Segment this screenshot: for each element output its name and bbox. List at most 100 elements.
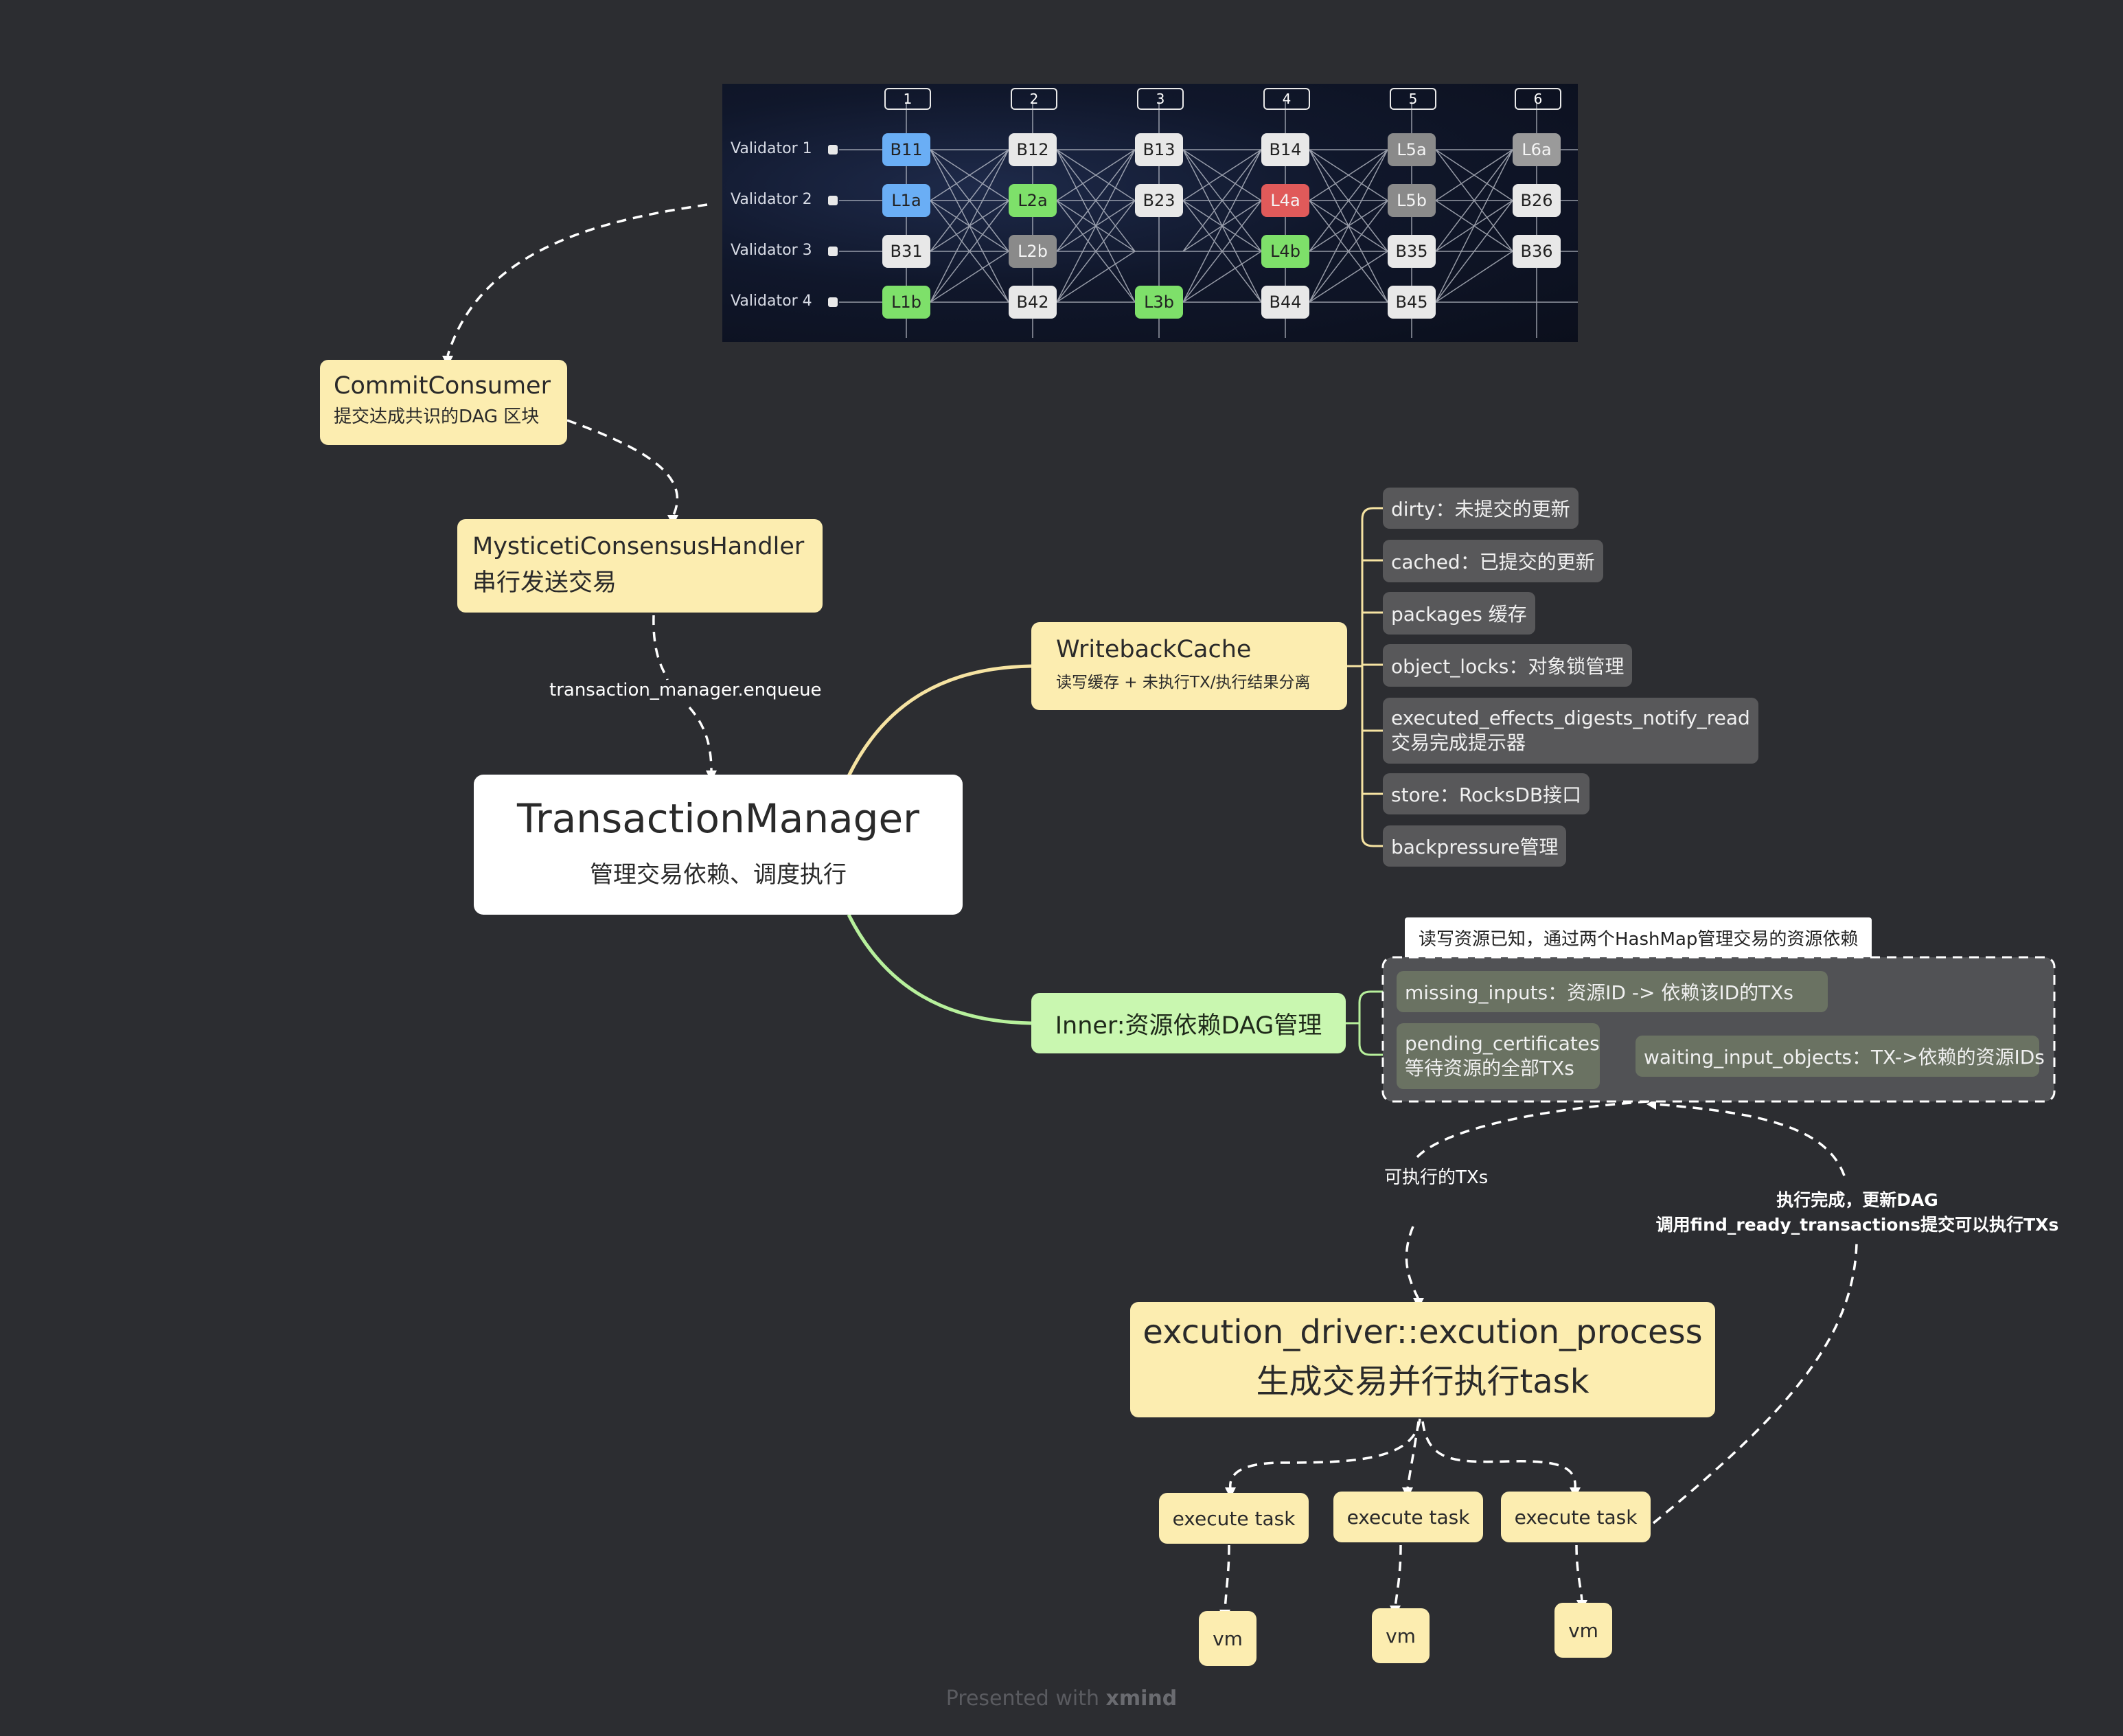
pending-certificates-line1: pending_certificates <box>1405 1032 1600 1055</box>
manager-to-inner-branch <box>847 913 1032 1025</box>
commit-consumer-title: CommitConsumer <box>334 372 551 400</box>
cache-item-object-locks[interactable]: object_locks：对象锁管理 <box>1383 644 1633 687</box>
commit-consumer-node[interactable]: CommitConsumer 提交达成共识的DAG 区块 <box>320 360 567 445</box>
dag-column-6: 6 <box>1515 88 1561 110</box>
dag-block-b44: B44 <box>1261 286 1309 319</box>
dag-column-5: 5 <box>1390 88 1436 110</box>
dag-block-b11: B11 <box>882 133 930 166</box>
manager-to-writeback-branch <box>847 664 1032 777</box>
driver-to-task1-arrow <box>1229 1418 1421 1489</box>
dag-to-commit-arrow <box>446 203 708 356</box>
inner-callout: 读写资源已知，通过两个HashMap管理交易的资源依赖 <box>1405 917 1872 957</box>
consensus-handler-subtitle: 串行发送交易 <box>472 569 617 597</box>
task2-to-vm-arrow <box>1394 1544 1402 1608</box>
writeback-cache-node[interactable]: WritebackCache 读写缓存 + 未执行TX/执行结果分离 <box>1031 622 1347 710</box>
done-to-dag-arrow <box>1655 1103 1846 1176</box>
executable-txs-label: 可执行的TXs <box>1384 1167 1489 1188</box>
footer-presented-with: Presented with xmind <box>0 1687 2123 1711</box>
consensus-handler-title: MysticetiConsensusHandler <box>472 533 805 560</box>
execution-driver-subtitle: 生成交易并行执行task <box>1256 1362 1590 1401</box>
vm-1[interactable]: vm <box>1199 1611 1256 1666</box>
vm-3[interactable]: vm <box>1554 1603 1612 1658</box>
mysticeti-dag-image: 1 2 3 4 5 6 Validator 1 Validator 2 Validator 3… <box>722 84 1578 342</box>
dag-column-1: 1 <box>884 88 931 110</box>
task3-to-vm-arrow <box>1575 1544 1583 1602</box>
dag-column-2: 2 <box>1011 88 1057 110</box>
task1-to-vm-arrow <box>1224 1544 1230 1612</box>
transaction-manager-title: TransactionManager <box>516 795 920 842</box>
writeback-cache-subtitle: 读写缓存 + 未执行TX/执行结果分离 <box>1056 674 1311 692</box>
dag-block-l3b: L3b <box>1135 286 1183 319</box>
pending-certificates-item[interactable]: pending_certificates 等待资源的全部TXs <box>1397 1023 1600 1089</box>
dag-block-b26: B26 <box>1513 184 1561 217</box>
execute-task-3[interactable]: execute task <box>1501 1492 1651 1542</box>
dag-block-b36: B36 <box>1513 235 1561 268</box>
dag-block-l4a: L4a <box>1261 184 1309 217</box>
cache-item-executed-effects[interactable]: executed_effects_digests_notify_read 交易完… <box>1383 698 1758 764</box>
validator-cube-icon <box>828 247 838 256</box>
writeback-bracket <box>1347 507 1383 847</box>
transaction-manager-subtitle: 管理交易依赖、调度执行 <box>590 861 847 889</box>
transaction-manager-node[interactable]: TransactionManager 管理交易依赖、调度执行 <box>474 775 963 915</box>
execution-driver-title: excution_driver::excution_process <box>1143 1313 1703 1351</box>
commit-consumer-subtitle: 提交达成共识的DAG 区块 <box>334 407 540 427</box>
execute-task-1[interactable]: execute task <box>1159 1493 1309 1544</box>
missing-inputs-item[interactable]: missing_inputs：资源ID -> 依赖该ID的TXs <box>1397 971 1828 1012</box>
cache-item-backpressure[interactable]: backpressure管理 <box>1383 825 1567 867</box>
dag-block-l2b: L2b <box>1009 235 1057 268</box>
waiting-input-objects-item[interactable]: waiting_input_objects：TX->依赖的资源IDs <box>1636 1036 2045 1077</box>
dag-column-4: 4 <box>1263 88 1310 110</box>
commit-to-handler-arrow <box>566 419 678 517</box>
dag-block-b35: B35 <box>1388 235 1436 268</box>
dag-validator-label: Validator 2 <box>731 191 812 208</box>
dag-block-b45: B45 <box>1388 286 1436 319</box>
dag-block-l6a: L6a <box>1513 133 1561 166</box>
cache-item-packages[interactable]: packages 缓存 <box>1383 592 1535 635</box>
dag-block-b13: B13 <box>1135 133 1183 166</box>
validator-cube-icon <box>828 196 838 205</box>
dag-validator-label: Validator 4 <box>731 293 812 310</box>
xmind-brand: xmind <box>1105 1687 1178 1711</box>
done-update-line1: 执行完成，更新DAG <box>1776 1190 1938 1210</box>
consensus-handler-node[interactable]: MysticetiConsensusHandler 串行发送交易 <box>457 519 823 613</box>
vm-2[interactable]: vm <box>1372 1608 1430 1663</box>
dag-block-l5b: L5b <box>1388 184 1436 217</box>
cache-item-dirty[interactable]: dirty：未提交的更新 <box>1383 488 1579 529</box>
cache-item-store[interactable]: store：RocksDB接口 <box>1383 773 1590 814</box>
done-update-label: 执行完成，更新DAG 调用find_ready_transactions提交可以… <box>1641 1188 2074 1237</box>
execution-driver-node[interactable]: excution_driver::excution_process 生成交易并行… <box>1130 1302 1715 1417</box>
dag-block-b23: B23 <box>1135 184 1183 217</box>
dag-block-b14: B14 <box>1261 133 1309 166</box>
inner-dag-title: Inner:资源依赖DAG管理 <box>1055 1012 1322 1040</box>
inner-bracket <box>1346 990 1636 1056</box>
dag-block-l2a: L2a <box>1009 184 1057 217</box>
driver-to-task2-arrow <box>1406 1421 1420 1489</box>
pending-certificates-line2: 等待资源的全部TXs <box>1405 1057 1574 1080</box>
validator-cube-icon <box>828 145 838 155</box>
footer-prefix: Presented with <box>945 1687 1106 1711</box>
dag-validator-label: Validator 1 <box>731 140 812 157</box>
enqueue-label: transaction_manager.enqueue <box>549 680 822 700</box>
executable-to-driver-arrow <box>1405 1226 1420 1300</box>
dag-block-l1a: L1a <box>882 184 930 217</box>
dag-to-driver-arrow <box>1413 1100 1649 1161</box>
done-update-line2: 调用find_ready_transactions提交可以执行TXs <box>1655 1215 2059 1235</box>
dag-block-b31: B31 <box>882 235 930 268</box>
execute-task-2[interactable]: execute task <box>1333 1492 1483 1542</box>
driver-to-task3-arrow <box>1421 1421 1576 1489</box>
dag-validator-label: Validator 3 <box>731 242 812 259</box>
dag-column-3: 3 <box>1137 88 1184 110</box>
validator-cube-icon <box>828 297 838 307</box>
task-to-dag-arrow <box>1652 1242 1858 1524</box>
handler-to-enqueue-arrow <box>652 615 669 681</box>
dag-block-l1b: L1b <box>882 286 930 319</box>
executed-effects-line1: executed_effects_digests_notify_read <box>1391 707 1750 729</box>
dag-block-l4b: L4b <box>1261 235 1309 268</box>
cache-item-cached[interactable]: cached：已提交的更新 <box>1383 540 1603 582</box>
inner-dag-node[interactable]: Inner:资源依赖DAG管理 <box>1031 993 1346 1053</box>
enqueue-to-manager-arrow <box>688 706 713 773</box>
dag-block-l5a: L5a <box>1388 133 1436 166</box>
dag-block-b12: B12 <box>1009 133 1057 166</box>
executed-effects-line2: 交易完成提示器 <box>1391 731 1526 754</box>
dag-block-b42: B42 <box>1009 286 1057 319</box>
